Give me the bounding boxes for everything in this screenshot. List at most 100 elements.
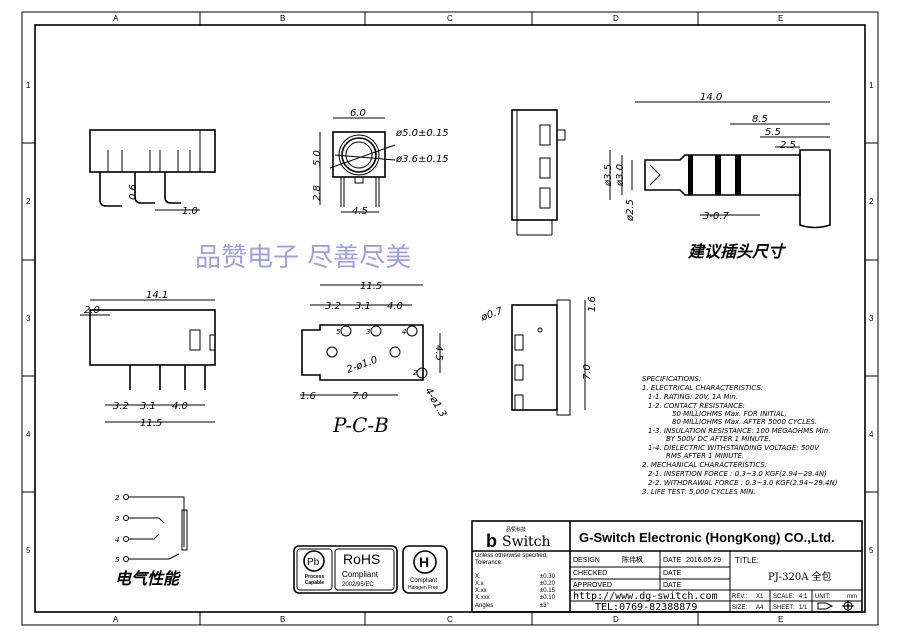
zone-label: 2 [869,197,874,206]
designer: 陈伟枫 [622,555,643,564]
spec-line: 2-1. INSERTION FORCE : 0.3~3.0 KGF(2.94~… [648,470,827,478]
dimension-label: 3-0.7 [703,211,730,222]
dimension-label: 3.1 [140,401,156,412]
spec-line: 1-2. CONTACT RESISTANCE: [648,402,745,410]
tolerance-value: ±3° [540,603,550,609]
schematic-caption: 电气性能 [115,569,181,588]
dimension-label: 1.6 [300,391,316,402]
spec-line: 2-2. WITHDRAWAL FORCE : 0.3~3.0 KGF(2.94… [648,479,838,487]
title-block: b Switch 品赞科技 G-Switch Electronic (HongK… [471,520,863,613]
sheet-value: 1/1 [799,605,808,611]
lead-free-icon: Pb [303,550,325,572]
dimension-label: 11.5 [360,281,382,292]
zone-label: C [447,14,453,23]
tolerance-label: Angles [475,603,493,609]
front-view: 6.0 ø5.0±0.15 ø3.6±0.15 5.0 2.8 4.5 [312,108,449,217]
dimension-label: 3.1 [355,301,371,312]
inner-border [34,24,866,613]
tolerance-value: ±0.30 [540,574,556,580]
zone-label: 4 [26,430,31,439]
unit-label: UNIT: [815,594,830,600]
zone-label: 1 [26,81,31,90]
pin-number: 2 [115,494,120,502]
dimension-label: 1.0 [182,206,198,217]
dimension-label: 4.0 [387,301,403,312]
dimension-label: 2.8 [312,185,323,201]
website-url: http://www.dg-switch.com [573,591,718,602]
rev-value: X1 [756,594,764,600]
dimension-label: ø3.6±0.15 [395,154,449,165]
company-name: G-Switch Electronic (HongKong) CO.,Ltd. [579,530,835,545]
zone-label: B [280,14,285,23]
spec-line: 1-1. RATING: 20V, 1A Min. [648,393,738,401]
dimension-label: 4.0 [172,401,188,412]
plug-caption: 建议插头尺寸 [687,242,787,261]
dimension-label: 7.0 [352,391,368,402]
zone-label: B [280,615,285,624]
dimension-label: ø2.5 [625,199,636,222]
zone-label: A [113,14,119,23]
projection-symbol-icon [817,600,854,612]
pin-number: 3 [115,515,119,523]
design-label: DESIGN [573,557,600,564]
sheet-label: SHEET: [773,605,794,611]
dimension-label: 11.5 [140,418,162,429]
outer-border [21,11,879,626]
date-label: DATE [663,557,681,564]
dimension-label: 14.0 [700,92,722,103]
approved-label: APPROVED [573,582,612,589]
halogen-free-icon: H [413,550,437,574]
spec-line: 80 MILLIOHMS Max. AFTER 5000 CYCLES. [672,418,817,426]
date-label: DATE [663,582,681,589]
dimension-label: ø0.7 [479,305,505,323]
unit-value: mm [847,594,857,600]
dimension-label: 14.1 [146,290,168,301]
spec-line: 1-3. INSULATION RESISTANCE: 100 MEGAOHMS… [648,427,830,435]
zone-label: 2 [26,197,31,206]
dimension-label: ø5.0±0.15 [395,128,449,139]
tolerance-value: ±0.15 [540,588,556,594]
svg-text:Pb: Pb [307,557,320,568]
design-date: 2016.05.29 [686,557,721,564]
tolerance-label: X.x [475,581,484,587]
dimension-label: 1.6 [587,296,598,312]
dimension-label: 2.5 [780,140,796,151]
tolerance-title: Unless otherwise specified, Tolerance: [475,553,548,566]
dimension-label: 4.5 [433,345,444,361]
tolerance-value: ±0.10 [540,595,556,601]
spec-line: 1-4. DIELECTRIC WITHSTANDING VOLTAGE: 50… [648,444,820,452]
electrical-schematic: 2 3 4 5 电气性能 [115,494,188,588]
zone-label: A [113,615,119,624]
dimension-label: 0.6 [128,184,139,200]
telephone: TEL:0769-82388879 [595,602,697,613]
size-label: SIZE: [732,605,747,611]
spec-line: BY 500V DC AFTER 1 MINUTE. [666,435,771,443]
pin-number: 5 [115,556,120,564]
rev-label: REV.: [732,594,747,600]
zone-label: 4 [869,430,874,439]
zone-label: E [778,14,783,23]
dimension-label: 3.2 [113,401,129,412]
logo-mark-icon: b [486,531,497,551]
zone-label: D [613,14,619,23]
tolerance-label: X. [475,574,481,580]
title-label: TITLE: [735,556,759,565]
side-view: 0.6 1.0 [89,129,216,217]
scale-label: SCALE: [773,594,795,600]
spec-line: 1. ELECTRICAL CHARACTERISTICS: [642,384,763,392]
pin-number: 5 [336,328,341,336]
zone-label: 3 [869,314,874,323]
tolerance-value: ±0.20 [540,581,556,587]
zone-label: 3 [26,314,31,323]
pb-badge-label: Process Capable [304,574,325,586]
spec-line: 3. LIFE TEST: 5,000 CYCLES MIN. [642,488,756,496]
pin-number: 4 [115,536,119,544]
dimension-label: 5.5 [765,127,781,138]
logo: Switch [502,534,551,550]
zone-label: E [778,615,783,624]
zone-label: 5 [26,546,31,555]
dimension-label: ø3.0 [615,164,626,187]
zone-label: C [447,615,453,624]
